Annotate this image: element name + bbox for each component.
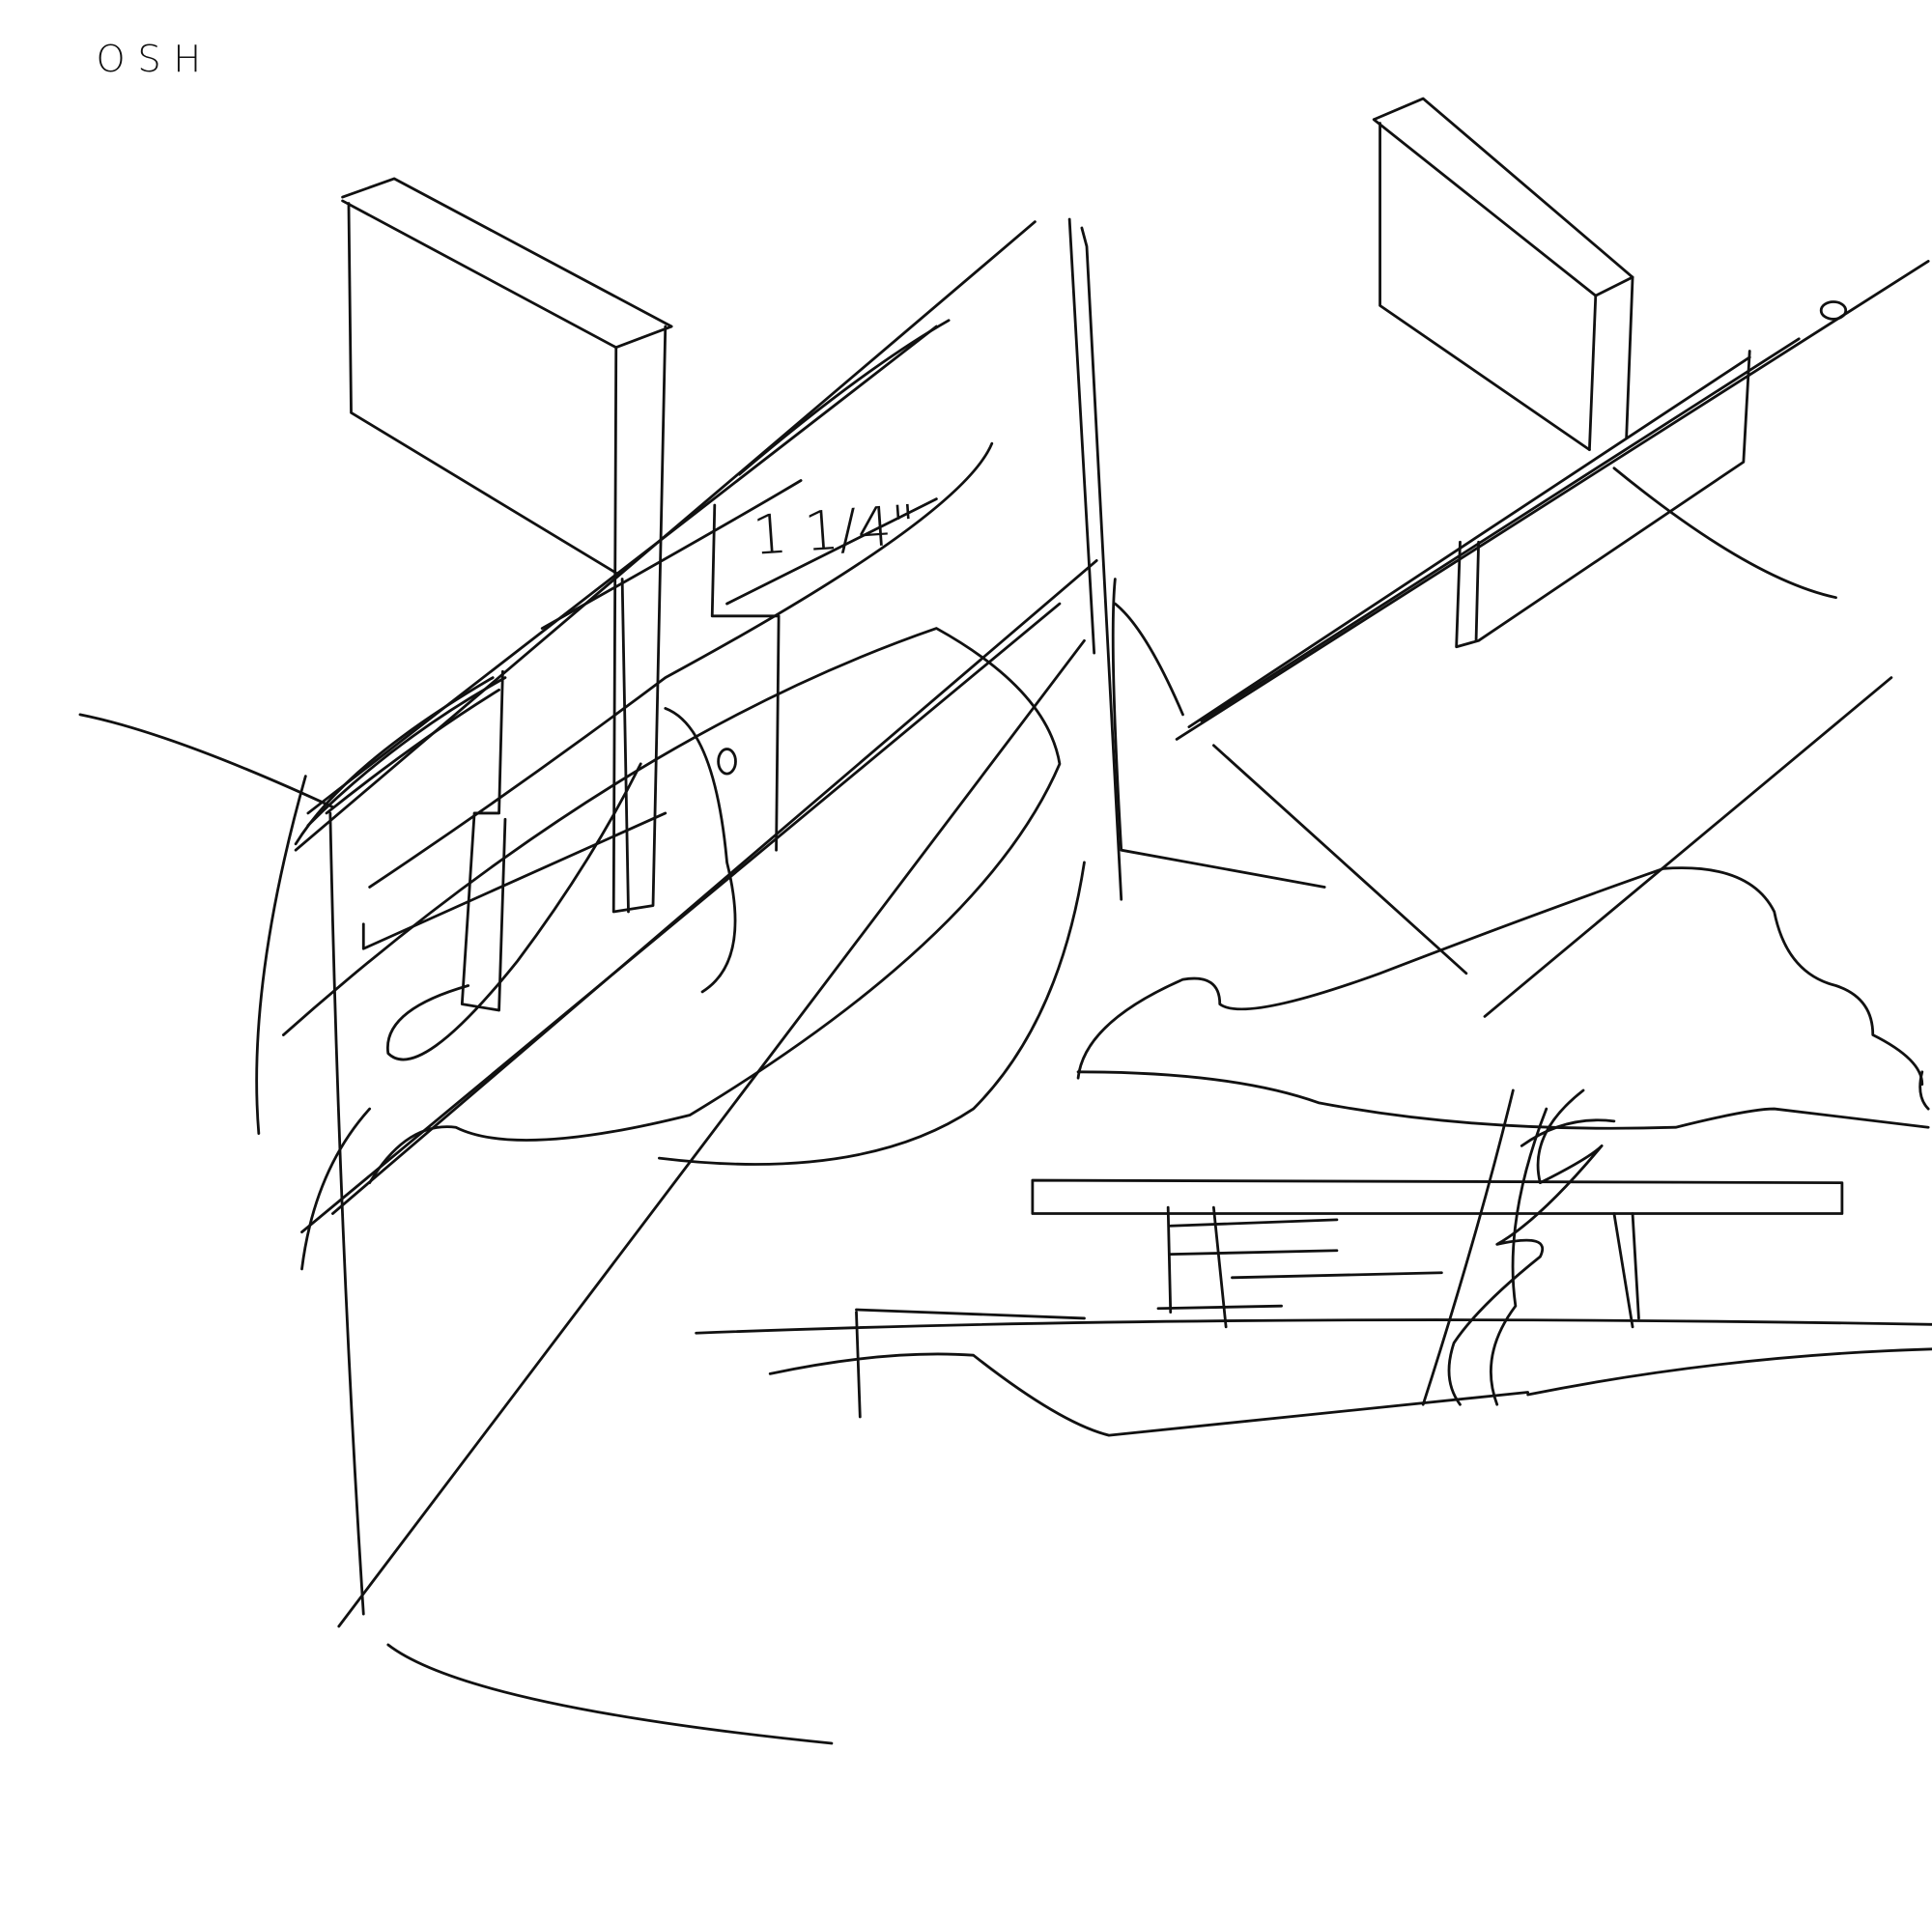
- right-block: [1372, 97, 1634, 452]
- right-plane: [1175, 260, 1930, 1018]
- tree: [1421, 1088, 1616, 1406]
- left-plane: [78, 217, 1326, 1745]
- left-block: [341, 177, 673, 914]
- mountains: [1076, 866, 1930, 1130]
- ground-line: [1526, 1347, 1932, 1397]
- dimension-note: 1 1/4": [751, 494, 919, 568]
- sketch-label-osh: OSH: [96, 38, 213, 81]
- bench-pavilion: [695, 1178, 1932, 1437]
